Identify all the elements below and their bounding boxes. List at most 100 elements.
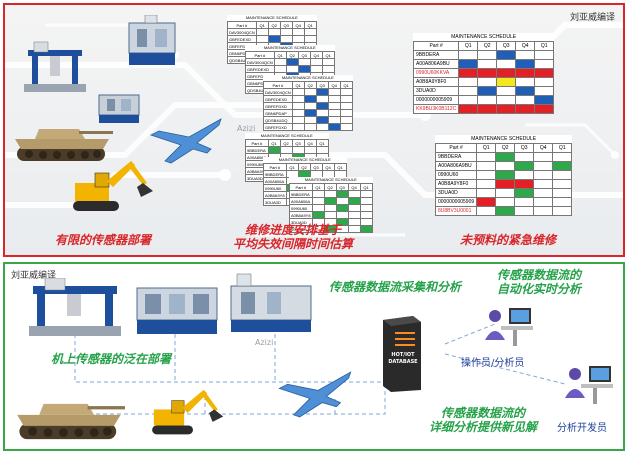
credit-top: 刘亚威编译 — [569, 13, 615, 23]
table-row: 0990U60 — [289, 204, 373, 212]
empty-cell — [255, 28, 269, 36]
scheduled-cell — [267, 35, 281, 43]
table-row: GBFEFDXD — [263, 102, 353, 110]
table-row: 0000000 — [289, 225, 373, 233]
scheduled-cell — [514, 188, 535, 198]
empty-cell — [303, 146, 317, 154]
schedule-header-cell: Q3 — [514, 143, 535, 153]
table-row: 9BBDERA — [245, 146, 329, 154]
part-number-cell: DAV3004QCN — [263, 88, 293, 96]
table-row: 3DUA0D — [434, 188, 573, 198]
scheduled-cell — [496, 104, 517, 114]
scheduled-cell — [323, 197, 337, 205]
empty-cell — [303, 35, 317, 43]
schedule-header-cell: Q1 — [291, 81, 305, 89]
empty-cell — [327, 102, 341, 110]
empty-cell — [476, 152, 497, 162]
schedule-header-cell: Q4 — [327, 81, 341, 89]
database-label-line-2: DATABASE — [388, 359, 418, 365]
schedule-header-cell: Part # — [412, 41, 460, 51]
schedule-header-cell: Q2 — [279, 139, 293, 147]
empty-cell — [514, 197, 535, 207]
schedule-header-cell: Q4 — [515, 41, 536, 51]
empty-cell — [552, 188, 573, 198]
table-row: 9BBDERA — [434, 152, 573, 162]
schedule-header-cell: Q1 — [333, 163, 347, 171]
empty-cell — [533, 161, 554, 171]
database-label: HOT/IOT DATABASE — [385, 352, 421, 366]
scheduled-cell — [311, 211, 325, 219]
empty-cell — [514, 206, 535, 216]
schedule-header-cell: Q2 — [303, 81, 317, 89]
empty-cell — [327, 88, 341, 96]
bottom-panel-future-state: 刘亚威编译 Azizi — [3, 262, 625, 451]
table-row: GBN6PDAP — [263, 109, 353, 117]
empty-cell — [315, 123, 329, 131]
empty-cell — [291, 28, 305, 36]
table-row: 0000000005909 — [412, 95, 555, 105]
scheduled-cell — [496, 68, 517, 78]
empty-cell — [476, 188, 497, 198]
schedule-title: MAINTENANCE SCHEDULE — [289, 177, 373, 183]
schedule-header-cell: Q2 — [297, 163, 311, 171]
empty-cell — [327, 95, 341, 103]
schedule-header-cell: Q1 — [359, 183, 373, 191]
scheduled-cell — [495, 152, 516, 162]
scheduled-cell — [495, 206, 516, 216]
schedule-header-cell: Q1 — [285, 163, 299, 171]
tank-icon — [15, 129, 113, 161]
empty-cell — [477, 77, 498, 87]
empty-cell — [534, 77, 555, 87]
part-number-cell: 9BBDERA — [263, 170, 287, 178]
part-number-cell: 0000000005909 — [412, 95, 460, 105]
watermark-bottom: Azizi — [255, 338, 274, 347]
part-number-cell: 9BBDERA — [289, 190, 313, 198]
part-number-cell: 3DUA0D — [434, 188, 478, 198]
empty-cell — [297, 58, 311, 66]
schedule-header-cell: Q3 — [315, 81, 329, 89]
schedule-header-cell: Q2 — [477, 41, 498, 51]
schedule-header-cell: Q1 — [315, 139, 329, 147]
scheduled-cell — [315, 88, 329, 96]
empty-cell — [291, 95, 305, 103]
table-row: DAV3004QCN — [245, 58, 335, 66]
schedule-header-cell: Q3 — [291, 139, 305, 147]
caption-limited-sensors: 有限的传感器部署 — [55, 233, 152, 247]
scheduled-cell — [496, 50, 517, 60]
schedule-header-cell: Part # — [245, 139, 269, 147]
excavator-icon — [73, 161, 153, 211]
part-number-cell: A0B8A9Y8 — [263, 191, 287, 199]
table-row: 8U8BV3U0001 — [434, 206, 573, 216]
schedule-header-cell: Q1 — [255, 21, 269, 29]
caption-insight-line-1: 传感器数据流的 — [441, 406, 526, 420]
empty-cell — [458, 95, 479, 105]
schedule-header-cell: Q1 — [339, 81, 353, 89]
top-panel-current-state: 刘亚威编译 Aziz — [3, 3, 625, 257]
empty-cell — [533, 188, 554, 198]
table-row: GBFEDEXD — [245, 65, 335, 73]
empty-cell — [279, 35, 293, 43]
part-number-cell: GBFEFDXD — [263, 123, 293, 131]
tank-icon — [17, 403, 125, 440]
schedule-header-cell: Part # — [434, 143, 478, 153]
empty-cell — [291, 116, 305, 124]
part-number-cell: KK9BU3K0B112C — [412, 104, 460, 114]
empty-cell — [359, 218, 373, 226]
empty-cell — [458, 86, 479, 96]
empty-cell — [309, 58, 323, 66]
part-number-cell: A00A806A — [263, 177, 287, 185]
schedule-header-cell: Q1 — [552, 143, 573, 153]
empty-cell — [359, 211, 373, 219]
empty-cell — [335, 197, 349, 205]
empty-cell — [477, 50, 498, 60]
caption-mtbf-line-2: 平均失效间隔时间估算 — [233, 237, 354, 251]
empty-cell — [515, 77, 536, 87]
caption-auto-analysis: 传感器数据流的 自动化实时分析 — [497, 268, 581, 296]
table-row: KK9BU3K0B112C — [412, 104, 555, 114]
database-label-line-1: HOT/IOT — [391, 352, 415, 358]
part-number-cell: 0990U60KKVA — [412, 68, 460, 78]
